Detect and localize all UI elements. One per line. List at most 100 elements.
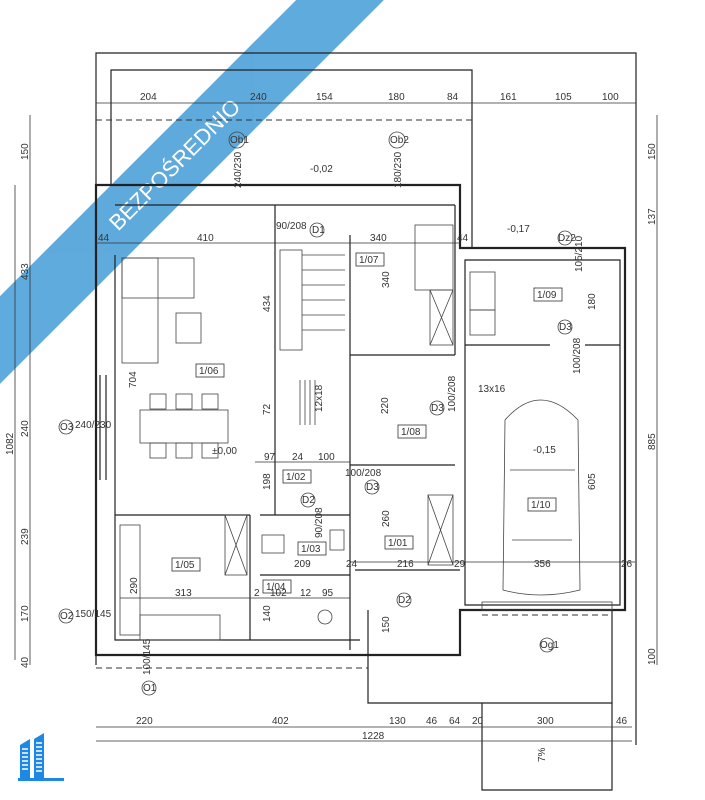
- dim-inner: 198: [262, 473, 273, 490]
- dim-top: 180: [388, 92, 405, 103]
- marker: D3: [366, 482, 379, 493]
- room-label: 1/09: [537, 290, 557, 301]
- dim-inner: 29: [454, 559, 466, 570]
- marker: O3: [60, 422, 74, 433]
- dim-bottom: 130: [389, 716, 406, 727]
- dim-top: 105: [555, 92, 572, 103]
- dim-inner: 26: [621, 559, 633, 570]
- dim-inner: 100: [318, 452, 335, 463]
- dim-inner: 72: [262, 403, 273, 415]
- level-mark: -0,17: [507, 224, 530, 235]
- dim-left: 239: [20, 528, 31, 545]
- room-labels: 1/06 1/07 1/09 1/08 1/10 1/02 1/05 1/03 …: [171, 252, 563, 594]
- furniture: [119, 224, 581, 641]
- opening-markers: Ob1 Ob2 D1 Dz2 D3 D3 D3 D2 O3 O2 O1 Og1 …: [58, 131, 576, 696]
- inner-dimensions: 44 410 340 44 434 704 340 220 72 198 97 …: [98, 233, 633, 633]
- dim-inner: 2: [254, 588, 260, 599]
- opening-size: 180/230: [393, 151, 404, 188]
- opening-size: 100/208: [447, 375, 458, 412]
- dim-right: 150: [647, 143, 658, 160]
- walls: [94, 183, 627, 791]
- dim-inner: 97: [264, 452, 276, 463]
- dim-inner: 260: [381, 510, 392, 527]
- dim-bottom: 46: [616, 716, 628, 727]
- marker: D2: [302, 495, 315, 506]
- level-mark: -0,02: [310, 164, 333, 175]
- opening-size: 150/145: [75, 609, 112, 620]
- room-label: 1/10: [531, 500, 551, 511]
- dim-inner: 180: [587, 293, 598, 310]
- dim-inner: 140: [262, 605, 273, 622]
- dim-inner: 313: [175, 588, 192, 599]
- marker: O1: [143, 683, 157, 694]
- dim-inner: 605: [587, 473, 598, 490]
- level-mark: -0,15: [533, 445, 556, 456]
- dim-bottom: 20: [472, 716, 484, 727]
- room-label: 1/05: [175, 560, 195, 571]
- dim-inner: 434: [262, 295, 273, 312]
- marker: O2: [60, 611, 74, 622]
- opening-size: 100/145: [142, 638, 153, 675]
- dim-bottom: 300: [537, 716, 554, 727]
- dim-inner: 24: [292, 452, 304, 463]
- dim-inner: 290: [129, 577, 140, 594]
- dim-inner: 340: [370, 233, 387, 244]
- marker: Ob2: [390, 135, 409, 146]
- dim-right: 885: [647, 433, 658, 450]
- dim-inner: 44: [457, 233, 469, 244]
- dim-top: 84: [447, 92, 459, 103]
- room-label: 1/02: [286, 472, 306, 483]
- buildings-icon: [18, 733, 64, 781]
- level-mark: ±0,00: [212, 446, 237, 457]
- dim-inner: 216: [397, 559, 414, 570]
- dim-left: 433: [20, 263, 31, 280]
- dim-top: 100: [602, 92, 619, 103]
- dim-bottom: 64: [449, 716, 461, 727]
- dim-left: 40: [20, 656, 31, 668]
- marker: Dz2: [558, 233, 576, 244]
- dim-inner: 356: [534, 559, 551, 570]
- marker: D3: [559, 322, 572, 333]
- dim-inner: 220: [380, 397, 391, 414]
- dim-left: 150: [20, 143, 31, 160]
- opening-size: 100/208: [345, 468, 382, 479]
- marker: Ob1: [230, 135, 249, 146]
- opening-size: 240/230: [75, 420, 112, 431]
- dim-inner: 209: [294, 559, 311, 570]
- dim-inner: 340: [381, 271, 392, 288]
- room-label: 1/08: [401, 427, 421, 438]
- room-label: 1/04: [266, 582, 286, 593]
- room-label: 1/03: [301, 544, 321, 555]
- dim-bottom: 46: [426, 716, 438, 727]
- dim-top: 161: [500, 92, 517, 103]
- opening-sizes: 240/230 180/230 90/208 105/210 100/208 1…: [75, 151, 585, 675]
- dim-inner: 102: [270, 588, 287, 599]
- dim-bottom: 402: [272, 716, 289, 727]
- dim-inner: 12: [300, 588, 312, 599]
- slope-label: 7%: [537, 747, 548, 762]
- dim-inner: 12x18: [314, 384, 325, 412]
- room-label: 1/01: [388, 538, 408, 549]
- dim-left: 240: [20, 420, 31, 437]
- dim-right: 100: [647, 648, 658, 665]
- dim-inner: 13x16: [478, 384, 506, 395]
- opening-size: 100/208: [572, 337, 583, 374]
- dim-inner: 95: [322, 588, 334, 599]
- marker: D3: [431, 403, 444, 414]
- marker: D1: [312, 225, 325, 236]
- dim-left: 170: [20, 605, 31, 622]
- dim-top: 204: [140, 92, 157, 103]
- opening-size: 90/208: [276, 221, 307, 232]
- dim-top: 240: [250, 92, 267, 103]
- dim-total: 1228: [362, 731, 385, 742]
- car-outline: [502, 399, 581, 596]
- dim-inner: 704: [128, 371, 139, 388]
- marker: Og1: [540, 640, 559, 651]
- dim-inner: 44: [98, 233, 110, 244]
- dim-bottom: 220: [136, 716, 153, 727]
- dim-left-total: 1082: [5, 432, 16, 455]
- opening-size: 105/210: [574, 235, 585, 272]
- dim-inner: 24: [346, 559, 358, 570]
- opening-size: 240/230: [233, 151, 244, 188]
